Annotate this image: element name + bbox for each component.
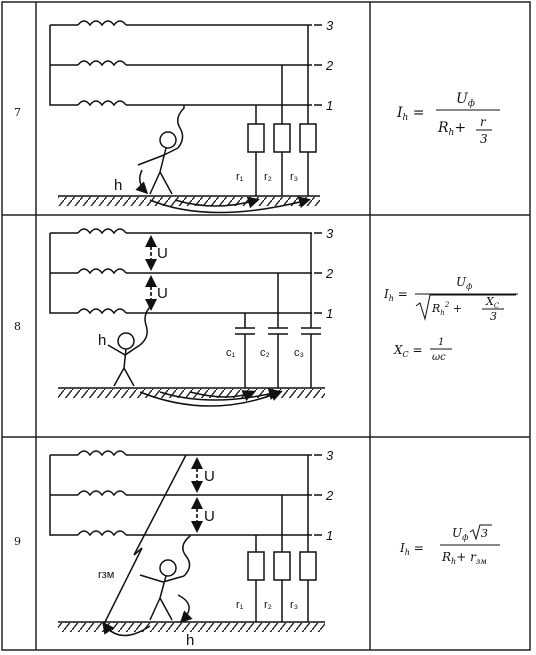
r2-label: r₂ — [264, 599, 272, 611]
resistor-r1 — [247, 123, 265, 153]
r3-label: r₃ — [290, 171, 298, 183]
phase-label-2: 2 — [325, 488, 334, 503]
formula-row-7: Ih = Uф Rh+ r 3 — [396, 91, 500, 146]
r2-label: r₂ — [264, 171, 272, 183]
formula-row-9: Ih = Uф 3 Rh+ rзм — [399, 524, 500, 566]
formula-row-8: Ih = Uф Rh2 + XC 3 XC = 1 ωc — [383, 275, 518, 363]
diagram-row-9 — [49, 450, 325, 637]
person-label: h — [98, 332, 106, 349]
person-label: h — [186, 632, 194, 649]
svg-text:Uф: Uф — [456, 91, 475, 109]
person-body — [137, 147, 179, 195]
capacitor-c1 — [235, 327, 255, 335]
voltage-label-upper: U — [157, 245, 168, 262]
svg-text:3: 3 — [481, 527, 488, 540]
r3-label: r₃ — [290, 599, 298, 611]
resistor-r2 — [273, 123, 291, 153]
svg-text:3: 3 — [480, 132, 488, 146]
phase-label-3: 3 — [326, 448, 334, 463]
current-arrow-body — [135, 169, 149, 195]
svg-text:XC: XC — [485, 295, 500, 310]
coil-phase-3 — [77, 20, 127, 27]
phase-label-3: 3 — [326, 18, 334, 33]
phase-label-1: 1 — [326, 306, 333, 321]
person-label: h — [114, 177, 122, 194]
svg-text:Ih =: Ih = — [383, 287, 408, 303]
svg-text:ωc: ωc — [432, 352, 446, 363]
svg-text:Rh+ rзм: Rh+ rзм — [441, 550, 487, 566]
r1-label: r₁ — [236, 171, 244, 183]
phase-label-3: 3 — [326, 226, 334, 241]
svg-text:Ih =: Ih = — [399, 541, 424, 557]
earth-hatch — [58, 197, 320, 206]
phase-label-2: 2 — [325, 266, 334, 281]
svg-text:r: r — [480, 115, 487, 129]
svg-text:Uф: Uф — [456, 275, 472, 291]
svg-text:Rh2 +: Rh2 + — [431, 301, 462, 317]
capacitor-c3 — [301, 327, 321, 335]
voltage-label-lower: U — [157, 285, 168, 302]
voltage-label-upper: U — [204, 468, 215, 485]
capacitor-c2 — [268, 327, 288, 335]
c2-label: c₂ — [260, 347, 270, 359]
svg-text:1: 1 — [438, 337, 444, 348]
svg-text:Ih =: Ih = — [396, 105, 425, 123]
voltage-label-lower: U — [204, 508, 215, 525]
c3-label: c₃ — [294, 347, 304, 359]
phase-label-2: 2 — [325, 58, 334, 73]
earth-fault-line — [103, 454, 187, 625]
diagram-row-7 — [49, 20, 320, 214]
svg-text:Uф: Uф — [452, 526, 468, 542]
touch-wire — [177, 105, 185, 149]
svg-text:3: 3 — [490, 310, 497, 323]
person-head — [159, 131, 177, 149]
svg-text:XC =: XC = — [393, 343, 423, 359]
coil-phase-1 — [77, 100, 127, 107]
row-number-9: 9 — [14, 535, 21, 548]
c1-label: c₁ — [226, 347, 236, 359]
rzm-label: rзм — [98, 569, 114, 581]
resistor-r3 — [299, 123, 317, 153]
svg-text:Rh+: Rh+ — [437, 120, 466, 138]
row-number-8: 8 — [14, 320, 21, 333]
diagram-row-8 — [49, 228, 325, 407]
phase-label-1: 1 — [326, 528, 333, 543]
coil-phase-2 — [77, 60, 127, 67]
row-number-7: 7 — [14, 106, 21, 119]
r1-label: r₁ — [236, 599, 244, 611]
phase-label-1: 1 — [326, 98, 333, 113]
